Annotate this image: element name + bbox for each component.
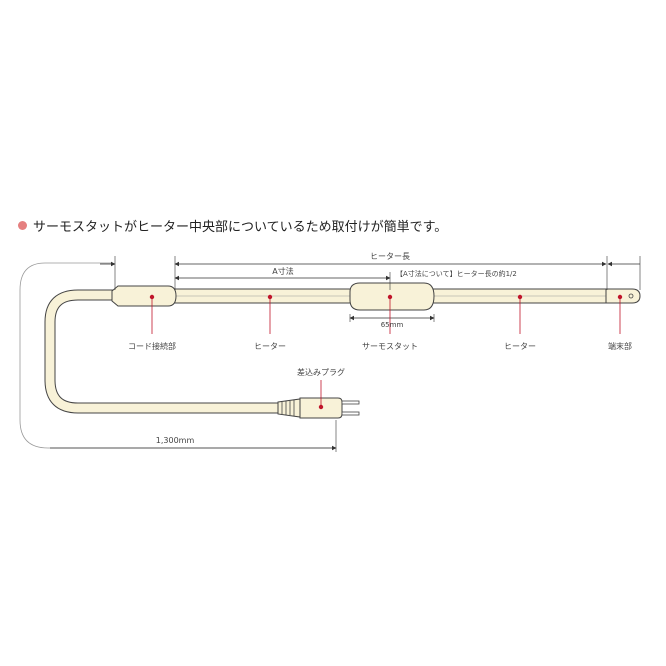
cord-connection-label: コード接続部	[128, 341, 176, 351]
cord-connection-body	[111, 285, 177, 307]
heater-left-label: ヒーター	[254, 342, 286, 351]
end-marker	[617, 294, 623, 300]
heater-length-label: ヒーター長	[370, 252, 410, 261]
end-label: 端末部	[608, 341, 632, 351]
headline: サーモスタットがヒーター中央部についているため取付けが簡単です。	[18, 216, 447, 235]
cord-outline	[44, 289, 278, 414]
cord-length-guide	[19, 262, 336, 449]
thermostat-marker	[387, 294, 393, 300]
end-cap-body	[605, 288, 641, 304]
heater-left-marker	[267, 294, 273, 300]
headline-text: サーモスタットがヒーター中央部についているため取付けが簡単です。	[33, 220, 448, 235]
plug-icon	[277, 397, 360, 419]
heater-right-label: ヒーター	[504, 342, 536, 351]
cord-connection-marker	[149, 294, 155, 300]
bullet-icon	[18, 221, 27, 230]
cord-body	[45, 290, 278, 413]
heater-right-marker	[517, 294, 523, 300]
a-dim-note: 【A寸法について】ヒーター長の約1/2	[396, 269, 517, 278]
plug-marker	[318, 404, 324, 410]
thermostat-width-label: 65mm	[381, 321, 404, 329]
thermostat-label: サーモスタット	[362, 342, 418, 351]
a-dim-label: A寸法	[272, 266, 293, 276]
cord-length-label: 1,300mm	[156, 436, 195, 445]
plug-label: 差込みプラグ	[297, 367, 345, 377]
